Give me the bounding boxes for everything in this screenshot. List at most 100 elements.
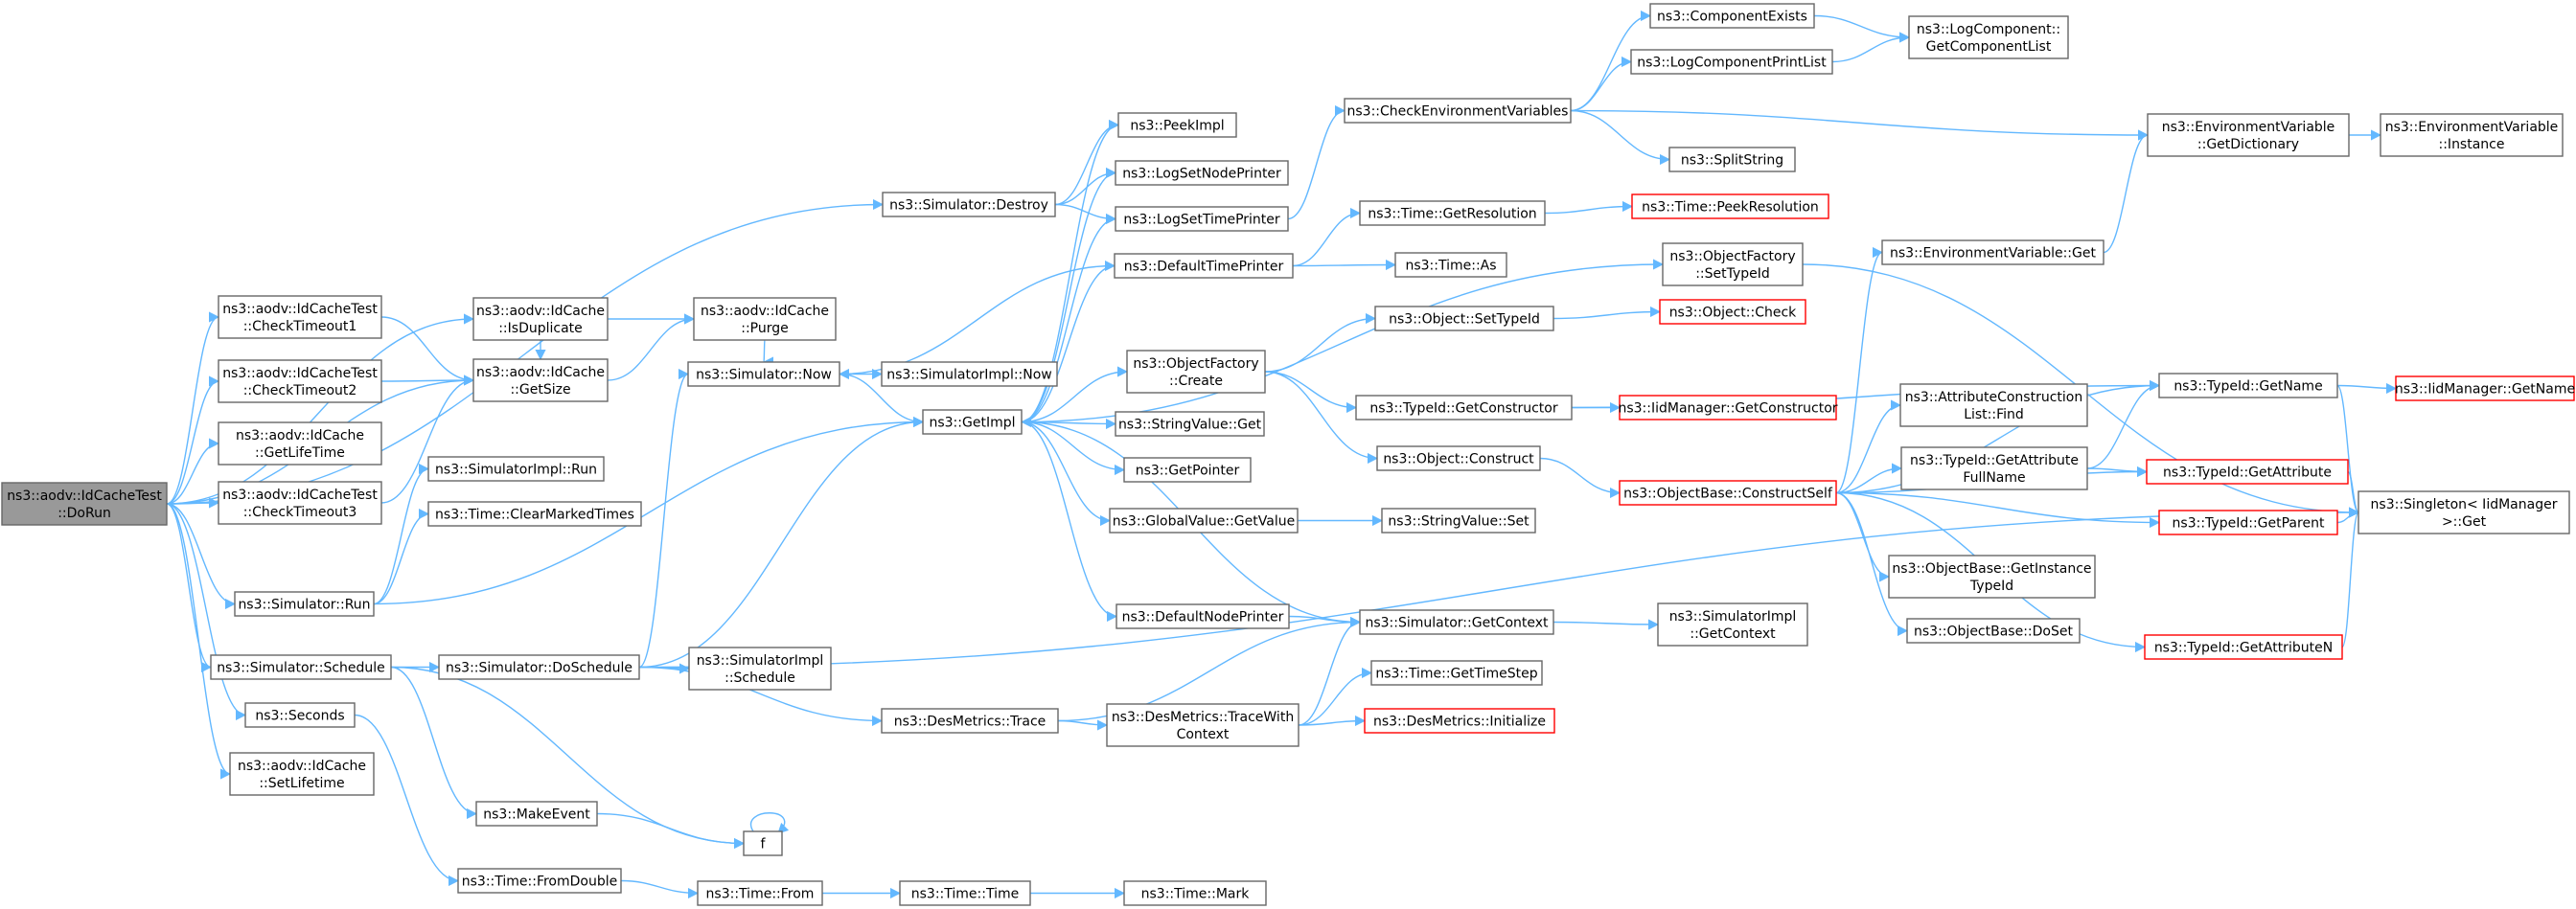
node-iidgetctor[interactable]: ns3::IidManager::GetConstructor	[1618, 395, 1838, 420]
node-seconds[interactable]: ns3::Seconds	[244, 702, 356, 728]
node-label: ::SetLifetime	[259, 776, 344, 791]
node-makeevent[interactable]: ns3::MakeEvent	[475, 801, 598, 827]
node-tidgetattrn[interactable]: ns3::TypeId::GetAttributeN	[2144, 634, 2343, 660]
node-box	[1117, 112, 1237, 138]
node-setlife[interactable]: ns3::aodv::IdCache::SetLifetime	[229, 752, 375, 796]
node-logcompprint[interactable]: ns3::LogComponentPrintList	[1630, 49, 1833, 75]
node-simdestroy[interactable]: ns3::Simulator::Destroy	[882, 192, 1056, 217]
node-tidgetparent[interactable]: ns3::TypeId::GetParent	[2158, 510, 2338, 535]
call-edge	[166, 503, 232, 780]
node-ofsettid[interactable]: ns3::ObjectFactory::SetTypeId	[1662, 242, 1804, 286]
node-peekres[interactable]: ns3::Time::PeekResolution	[1631, 193, 1829, 219]
call-edge	[1021, 260, 1116, 423]
node-defnode[interactable]: ns3::DefaultNodePrinter	[1116, 603, 1290, 629]
node-ct2[interactable]: ns3::aodv::IdCacheTest::CheckTimeout2	[218, 359, 382, 403]
node-purge[interactable]: ns3::aodv::IdCache::Purge	[693, 297, 837, 341]
node-simsched[interactable]: ns3::Simulator::Schedule	[210, 654, 392, 680]
node-simnow[interactable]: ns3::Simulator::Now	[687, 361, 840, 387]
node-timegetstep[interactable]: ns3::Time::GetTimeStep	[1370, 660, 1543, 686]
node-isdup[interactable]: ns3::aodv::IdCache::IsDuplicate	[472, 297, 609, 341]
node-box	[438, 654, 640, 680]
node-implgetctx[interactable]: ns3::SimulatorImpl::GetContext	[1657, 602, 1808, 647]
node-label: ns3::SplitString	[1681, 153, 1783, 169]
node-getsize[interactable]: ns3::aodv::IdCache::GetSize	[472, 358, 609, 402]
node-getpointer[interactable]: ns3::GetPointer	[1123, 457, 1252, 483]
node-getimpl[interactable]: ns3::GetImpl	[922, 409, 1023, 435]
node-dminit[interactable]: ns3::DesMetrics::Initialize	[1364, 708, 1555, 734]
node-label: List::Find	[1964, 407, 2024, 422]
node-getlife[interactable]: ns3::aodv::IdCache::GetLifeTime	[218, 421, 382, 466]
node-splitstring[interactable]: ns3::SplitString	[1668, 147, 1796, 172]
node-objsettid[interactable]: ns3::Object::SetTypeId	[1374, 306, 1554, 331]
node-tidgetctor[interactable]: ns3::TypeId::GetConstructor	[1355, 395, 1573, 420]
node-timefrom[interactable]: ns3::Time::From	[697, 880, 823, 906]
node-peekimpl[interactable]: ns3::PeekImpl	[1117, 112, 1237, 138]
node-gvgetvalue[interactable]: ns3::GlobalValue::GetValue	[1109, 508, 1299, 534]
call-edge	[380, 316, 475, 386]
node-clearmarked[interactable]: ns3::Time::ClearMarkedTimes	[427, 501, 642, 527]
node-fromdouble[interactable]: ns3::Time::FromDouble	[457, 868, 622, 894]
node-box	[2144, 634, 2343, 660]
node-iidgetname[interactable]: ns3::IidManager::GetName	[2395, 375, 2575, 401]
node-tidgetattr[interactable]: ns3::TypeId::GetAttribute	[2146, 459, 2349, 485]
node-timeas[interactable]: ns3::Time::As	[1394, 252, 1507, 278]
node-objcheck[interactable]: ns3::Object::Check	[1659, 299, 1806, 325]
node-implrun[interactable]: ns3::SimulatorImpl::Run	[427, 456, 605, 482]
node-simrun[interactable]: ns3::Simulator::Run	[234, 591, 375, 617]
node-box	[1123, 880, 1267, 906]
node-envinst[interactable]: ns3::EnvironmentVariable::Instance	[2380, 113, 2564, 157]
node-singleton[interactable]: ns3::Singleton< IidManager >::Get	[2358, 490, 2570, 534]
node-checkenv[interactable]: ns3::CheckEnvironmentVariables	[1344, 98, 1572, 124]
node-objconstruct[interactable]: ns3::Object::Construct	[1376, 445, 1541, 471]
node-timetime[interactable]: ns3::Time::Time	[899, 880, 1031, 906]
node-logsetnode[interactable]: ns3::LogSetNodePrinter	[1115, 160, 1289, 186]
node-label: ::IsDuplicate	[498, 321, 583, 336]
node-label: ns3::aodv::IdCache	[701, 304, 829, 319]
node-ct1[interactable]: ns3::aodv::IdCacheTest::CheckTimeout1	[218, 295, 382, 339]
call-edge	[638, 666, 884, 727]
node-ct3[interactable]: ns3::aodv::IdCacheTest::CheckTimeout3	[218, 481, 382, 525]
node-svset[interactable]: ns3::StringValue::Set	[1381, 508, 1536, 534]
node-obdoset[interactable]: ns3::ObjectBase::DoSet	[1906, 618, 2081, 644]
call-edge	[2103, 129, 2150, 254]
call-edge	[638, 507, 2360, 669]
call-edge	[1021, 213, 1117, 423]
node-envget[interactable]: ns3::EnvironmentVariable::Get	[1881, 239, 2104, 265]
node-box	[234, 591, 375, 617]
node-logsettime[interactable]: ns3::LogSetTimePrinter	[1115, 206, 1289, 232]
node-obconstructself[interactable]: ns3::ObjectBase::ConstructSelf	[1619, 480, 1837, 506]
node-box	[1359, 609, 1554, 635]
node-ofcreate[interactable]: ns3::ObjectFactory::Create	[1126, 350, 1266, 394]
node-deftime[interactable]: ns3::DefaultTimePrinter	[1114, 253, 1294, 279]
node-dmtrace[interactable]: ns3::DesMetrics::Trace	[881, 708, 1059, 734]
node-f[interactable]: f	[743, 830, 783, 856]
call-edge	[1021, 167, 1117, 423]
node-svget[interactable]: ns3::StringValue::Get	[1115, 411, 1265, 437]
call-edge	[1057, 719, 1109, 731]
node-label: ns3::Simulator::Schedule	[217, 661, 385, 676]
call-edge	[620, 879, 700, 899]
node-label: ns3::SimulatorImpl::Now	[886, 368, 1052, 383]
node-box	[218, 481, 382, 525]
node-tidgetname[interactable]: ns3::TypeId::GetName	[2158, 373, 2338, 398]
node-label: ::Instance	[2439, 137, 2505, 152]
node-box	[899, 880, 1031, 906]
node-label: ns3::TypeId::GetConstructor	[1369, 401, 1557, 417]
node-compexists[interactable]: ns3::ComponentExists	[1649, 3, 1815, 29]
node-label: GetComponentList	[1926, 39, 2052, 55]
node-box	[1899, 383, 2088, 427]
node-dosched[interactable]: ns3::Simulator::DoSchedule	[438, 654, 640, 680]
node-logcompget[interactable]: ns3::LogComponent::GetComponentList	[1908, 15, 2069, 59]
node-timemark[interactable]: ns3::Time::Mark	[1123, 880, 1267, 906]
node-envgetdict[interactable]: ns3::EnvironmentVariable::GetDictionary	[2147, 113, 2350, 157]
node-root[interactable]: ns3::aodv::IdCacheTest::DoRun	[1, 482, 168, 526]
call-edge	[2086, 466, 2149, 478]
node-timegetres[interactable]: ns3::Time::GetResolution	[1359, 200, 1546, 226]
node-implsched[interactable]: ns3::SimulatorImpl::Schedule	[688, 647, 832, 691]
node-simgetctx[interactable]: ns3::Simulator::GetContext	[1359, 609, 1554, 635]
node-implnow[interactable]: ns3::SimulatorImpl::Now	[881, 361, 1058, 387]
